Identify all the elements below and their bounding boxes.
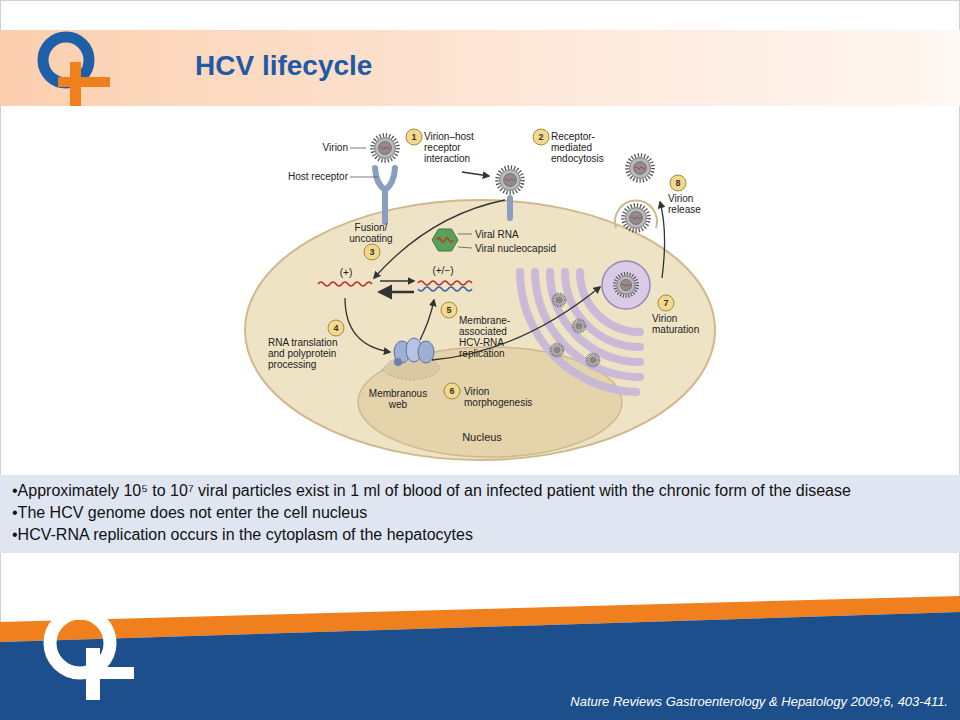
bullet-text: •HCV-RNA replication occurs in the cytop… — [12, 524, 948, 546]
footer-band — [0, 596, 960, 720]
ribosome — [394, 338, 434, 366]
diagram-label: Virion–host receptor interaction — [424, 131, 490, 164]
callout-number: 7 — [658, 295, 674, 311]
lifecycle-arrows — [345, 172, 665, 360]
diagram-label: Host receptor — [262, 171, 348, 182]
callout-number: 6 — [444, 383, 460, 399]
host-receptor — [375, 168, 510, 222]
endoplasmic-reticulum — [520, 272, 640, 392]
diagram-label: Membranous web — [368, 388, 428, 410]
callout-number: 1 — [406, 129, 422, 145]
bullet-text: •Approximately 10⁵ to 10⁷ viral particle… — [12, 480, 948, 502]
callout-number: 5 — [441, 302, 457, 318]
diagram-label: (+/−) — [421, 265, 465, 276]
diagram-label: Membrane-associated HCV-RNA replication — [459, 315, 521, 359]
callout-number: 8 — [670, 175, 686, 191]
callout-number: 3 — [364, 244, 380, 260]
diagram-label: Viral RNA — [475, 229, 545, 240]
virion-group — [372, 135, 657, 366]
diagram-label: (+) — [333, 267, 359, 278]
diagram-label: Viral nucleocapsid — [475, 243, 575, 254]
diagram-label: Fusion/ uncoating — [340, 222, 402, 244]
diagram-label: Virion — [290, 142, 348, 153]
diagram-label: Nucleus — [450, 431, 514, 444]
diagram-label: Virion release — [668, 193, 718, 215]
slide-title: HCV lifecycle — [195, 50, 372, 82]
viral-rna — [318, 281, 472, 291]
cell — [245, 200, 715, 460]
citation: Nature Reviews Gastroenterology & Hepato… — [420, 694, 948, 709]
diagram-label: Virion maturation — [652, 313, 708, 335]
diagram-label: RNA translation and polyprotein processi… — [268, 337, 356, 370]
bullet-text: •The HCV genome does not enter the cell … — [12, 502, 948, 524]
diagram-label: Virion morphogenesis — [464, 386, 544, 408]
callout-circles — [328, 129, 686, 399]
callout-number: 4 — [328, 320, 344, 336]
note-panel: •Approximately 10⁵ to 10⁷ viral particle… — [0, 475, 960, 553]
logo — [43, 37, 110, 106]
callout-number: 2 — [533, 129, 549, 145]
diagram-label: Receptor-mediated endocytosis — [551, 131, 613, 164]
